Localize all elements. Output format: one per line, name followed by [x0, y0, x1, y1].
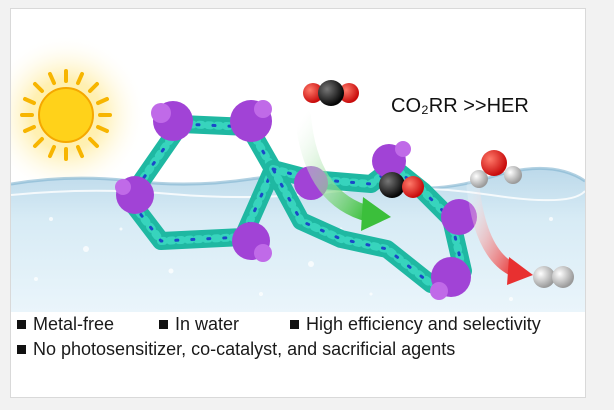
hydrogen-molecule-icon — [533, 266, 574, 288]
reaction-headline: CO₂RR >>HER — [391, 95, 529, 117]
bullet-square-icon — [290, 320, 299, 329]
water-molecule-icon — [470, 150, 522, 188]
graphical-abstract: CO₂RR >>HER Metal-free In water High eff… — [10, 8, 586, 398]
bullet-square-icon — [17, 345, 26, 354]
bullet-in-water: In water — [159, 314, 239, 335]
green-arrow — [295, 109, 377, 222]
adsorbed-co2-icon — [379, 172, 424, 198]
illustration: CO₂RR >>HER — [11, 9, 585, 312]
sun-icon — [20, 69, 112, 161]
purple-nodes — [115, 100, 477, 300]
bullet-square-icon — [17, 320, 26, 329]
bullet-square-icon — [159, 320, 168, 329]
bullet-metal-free: Metal-free — [17, 314, 114, 335]
molecule-ring-right — [264, 158, 472, 293]
bullet-efficiency: High efficiency and selectivity — [290, 314, 541, 335]
bullet-no-additives: No photosensitizer, co-catalyst, and sac… — [17, 339, 455, 360]
co2-molecule-icon — [303, 80, 359, 106]
